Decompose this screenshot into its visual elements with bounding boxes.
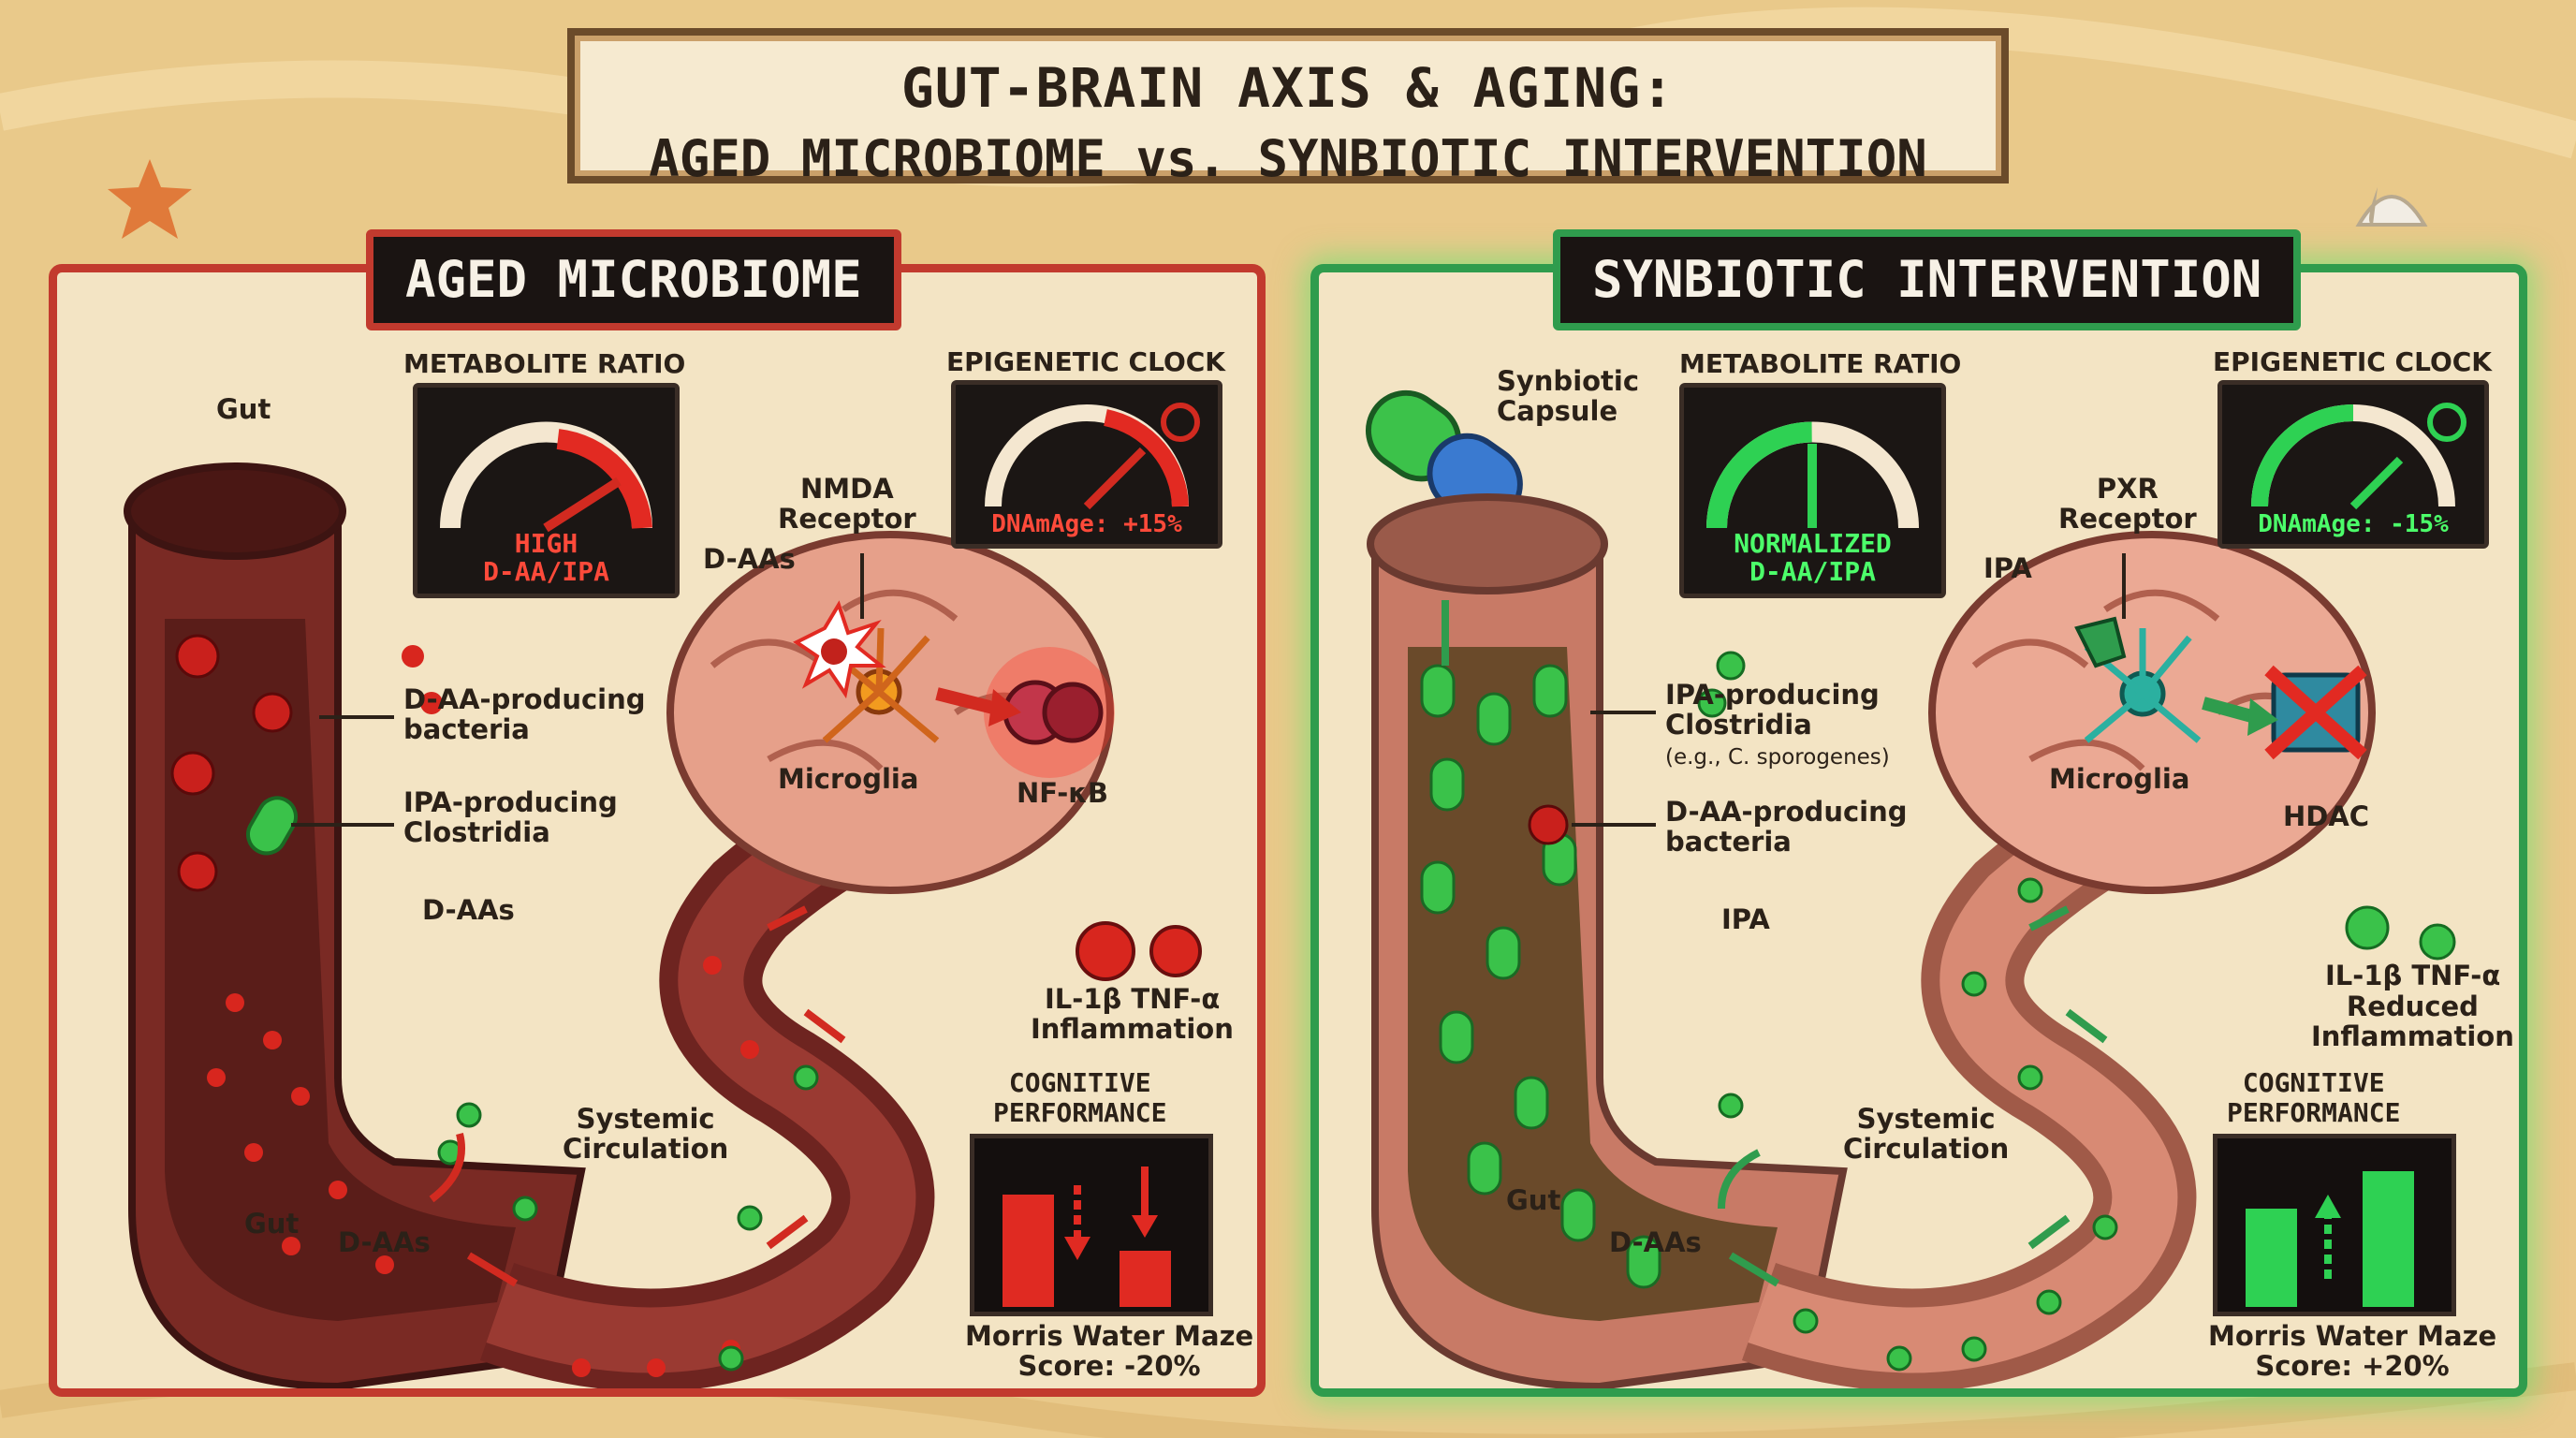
aged-clock-value: DNAmAge: +15% [991, 510, 1182, 538]
gear-icon [1161, 403, 1200, 442]
syn-cog-title: COGNITIVE PERFORMANCE [2227, 1067, 2401, 1128]
aged-circulation-tube [479, 757, 935, 1388]
aged-cog-score: Morris Water Maze Score: -20% [965, 1320, 1254, 1382]
main-title-box: GUT-BRAIN AXIS & AGING: AGED MICROBIOME … [567, 28, 2009, 188]
pxr-receptor-label: PXR Receptor [2058, 473, 2197, 535]
arrow-down-icon [1132, 1215, 1158, 1238]
aged-cytokines-label: IL-1β TNF-α [1045, 983, 1221, 1015]
seashell-icon [2355, 187, 2428, 227]
label-leader-lines [1572, 553, 2126, 827]
flow-arrows [429, 905, 846, 1287]
hdac-label: HDAC [2283, 800, 2370, 832]
syn-panel-title: SYNBIOTIC INTERVENTION [1553, 229, 2302, 330]
syn-ipa-clostridia-label: IPA-producing Clostridia [1665, 679, 1880, 741]
syn-metabolite-value2: D-AA/IPA [1749, 556, 1876, 587]
aged-gut-label-bottom: Gut [244, 1208, 300, 1240]
syn-metabolite-value1: NORMALIZED [1734, 528, 1892, 559]
baseline-bar [2246, 1209, 2297, 1307]
syn-microglia-label: Microglia [2049, 763, 2190, 795]
d-aa-producing-bacterium [1528, 804, 1569, 845]
aged-cog-title: COGNITIVE PERFORMANCE [993, 1067, 1167, 1128]
synbiotic-intervention-panel: SYNBIOTIC INTERVENTION [1310, 229, 2527, 1397]
flow-arrows [1442, 600, 2108, 1287]
syn-cytokines-label: IL-1β TNF-α [2325, 960, 2501, 991]
aged-circulation-label: Systemic Circulation [563, 1103, 729, 1165]
main-title-line2: AGED MICROBIOME vs. SYNBIOTIC INTERVENTI… [649, 129, 1927, 188]
aged-cognitive-chart [970, 1134, 1213, 1316]
syn-cognitive-bars [2246, 1171, 2414, 1307]
syn-daas-bottom-label: D-AAs [1609, 1226, 1702, 1258]
aged-metabolite-title: METABOLITE RATIO [403, 348, 686, 379]
aged-microglia-label: Microglia [778, 763, 919, 795]
gauge-dial [1706, 421, 1919, 529]
nf-kb-label: NF-κB [1017, 777, 1108, 809]
nmda-receptor-icon [793, 600, 886, 699]
baseline-bar [1003, 1195, 1054, 1307]
main-title-line1: GUT-BRAIN AXIS & AGING: [900, 56, 1676, 120]
d-aa-producing-bacteria [170, 634, 293, 892]
aged-gut-label-top: Gut [216, 393, 271, 425]
syn-daa-bacteria-label: D-AA-producing bacteria [1665, 796, 1908, 858]
clock-dial [985, 403, 1200, 510]
ipa-producing-clostridia [1420, 664, 1661, 1289]
syn-clock-title: EPIGENETIC CLOCK [2213, 346, 2492, 377]
aged-epigenetic-clock: DNAmAge: +15% [951, 380, 1222, 549]
activation-arrowhead [988, 689, 1021, 726]
gauge-dial [440, 421, 652, 533]
syn-gut-label: Gut [1506, 1184, 1561, 1216]
syn-illustration [1365, 389, 2456, 1388]
syn-example-label: (e.g., C. sporogenes) [1665, 745, 1890, 770]
aged-bar [1120, 1251, 1171, 1307]
aged-ipa-clostridia-label: IPA-producing Clostridia [403, 786, 618, 848]
aged-microbiome-panel: AGED MICROBIOME [49, 229, 1266, 1397]
aged-daa-bacteria-label: D-AA-producing bacteria [403, 683, 646, 745]
syn-cog-score: Morris Water Maze Score: +20% [2208, 1320, 2497, 1382]
aged-cognitive-bars [1003, 1167, 1171, 1307]
aged-metabolite-value2: D-AA/IPA [483, 556, 609, 587]
aged-daas-mid-label: D-AAs [422, 894, 515, 926]
pxr-receptor-icon [2074, 616, 2127, 668]
nmda-receptor-label: NMDA Receptor [778, 473, 916, 535]
blocked-x-icon [2264, 665, 2367, 760]
syn-gut-tube [1367, 493, 1848, 1388]
aged-metabolite-value1: HIGH [514, 528, 578, 559]
activation-arrow [935, 687, 995, 714]
aged-panel-title: AGED MICROBIOME [366, 229, 901, 330]
aged-illustration [124, 462, 1202, 1388]
syn-inflammation-label: Reduced Inflammation [2311, 990, 2514, 1052]
arrow-down-icon [1064, 1237, 1090, 1260]
aged-inflammation-label: Inflammation [1031, 1013, 1234, 1045]
aged-metabolite-gauge: HIGH D-AA/IPA [413, 383, 680, 598]
syn-epigenetic-clock: DNAmAge: -15% [2217, 380, 2489, 549]
ipa-clostridia-bacterium [246, 796, 298, 856]
aged-clock-title: EPIGENETIC CLOCK [946, 346, 1225, 377]
cytokine-icons [1076, 921, 1202, 981]
nf-kb-icon [984, 647, 1115, 778]
syn-ipa-mid-label: IPA [1721, 903, 1770, 935]
ipa-particles [1697, 651, 2456, 1372]
ipa-particles [437, 1064, 819, 1372]
synbiotic-bar [2363, 1171, 2414, 1307]
syn-metabolite-title: METABOLITE RATIO [1679, 348, 1962, 379]
starfish-icon [108, 159, 192, 239]
syn-ipa-brain-label: IPA [1983, 552, 2032, 584]
clock-dial [2251, 403, 2466, 510]
aged-brain [666, 531, 1114, 894]
label-leader-lines [291, 553, 864, 827]
aged-daas-brain-label: D-AAs [703, 543, 796, 575]
syn-clock-value: DNAmAge: -15% [2258, 510, 2449, 538]
d-aa-particles [207, 645, 759, 1377]
syn-circulation-label: Systemic Circulation [1843, 1103, 2010, 1165]
microglia-icon [2084, 628, 2202, 743]
aged-daas-bottom-label: D-AAs [338, 1226, 431, 1258]
hdac-icon [2264, 665, 2367, 760]
arrow-up-icon [2315, 1195, 2341, 1218]
syn-cognitive-chart [2213, 1134, 2456, 1316]
syn-metabolite-gauge: NORMALIZED D-AA/IPA [1679, 383, 1946, 598]
syn-capsule-label: Synbiotic Capsule [1497, 365, 1640, 427]
gear-icon [2427, 403, 2466, 442]
